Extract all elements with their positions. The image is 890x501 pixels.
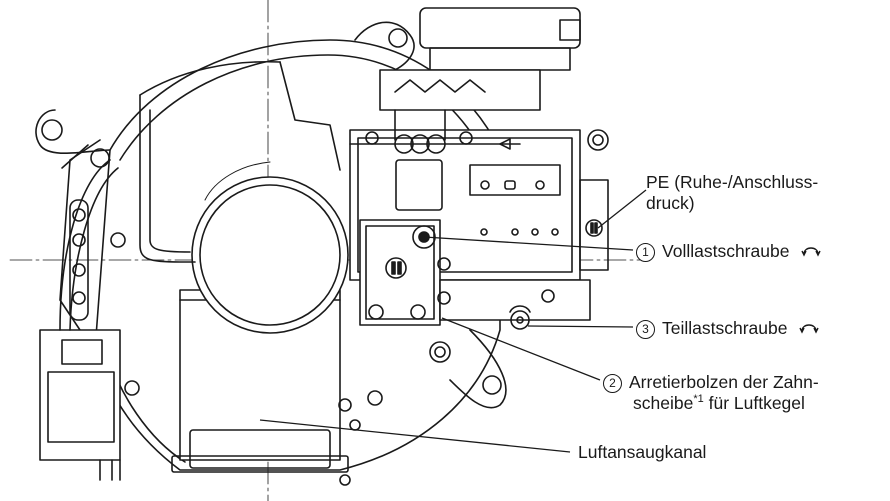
rotate-both-ways-icon — [799, 324, 819, 334]
footnote-marker: *1 — [693, 393, 704, 406]
label-pe-line2: druck) — [646, 193, 695, 213]
callout-number-2: 2 — [603, 374, 622, 393]
full-load-screw — [412, 225, 436, 249]
gas-valve-body — [349, 129, 609, 326]
leader-lines — [259, 189, 647, 453]
locking-pin — [429, 341, 451, 363]
label-arretier: 2 Arretierbolzen der Zahn- scheibe*1 für … — [603, 372, 819, 414]
label-arretier-line1: Arretierbolzen der Zahn- — [629, 372, 819, 392]
leader-volllast — [423, 236, 634, 251]
part-load-screw — [509, 305, 531, 330]
air-cone — [191, 161, 349, 334]
leader-teillast — [527, 325, 634, 328]
label-arretier-line2b: für Luftkegel — [703, 393, 805, 413]
label-arretier-line2a: scheibe — [633, 393, 694, 413]
pipe-fittings — [349, 131, 521, 154]
rotate-both-ways-icon — [801, 247, 821, 257]
leader-pe — [597, 189, 647, 229]
electrode-holder — [69, 148, 126, 321]
callout-number-3: 3 — [636, 320, 655, 339]
leader-arretier — [441, 317, 601, 381]
label-pe: PE (Ruhe-/Anschluss- druck) — [646, 172, 818, 214]
label-volllast: 1 Volllastschraube — [636, 241, 822, 262]
cover-screw — [385, 257, 407, 279]
pe-port — [585, 219, 603, 237]
leader-luft — [259, 419, 571, 453]
ignition-unit — [39, 159, 121, 481]
label-luftansaugkanal: Luftansaugkanal — [578, 442, 707, 462]
flange-screws — [124, 380, 383, 486]
callout-number-1: 1 — [636, 243, 655, 262]
label-volllast-text: Volllastschraube — [662, 241, 790, 261]
label-teillast-text: Teillastschraube — [662, 318, 788, 338]
cone-duct — [139, 60, 341, 263]
label-teillast: 3 Teillastschraube — [636, 318, 820, 339]
valve-top-connection — [379, 7, 581, 141]
label-pe-line1: PE (Ruhe-/Anschluss- — [646, 172, 819, 192]
